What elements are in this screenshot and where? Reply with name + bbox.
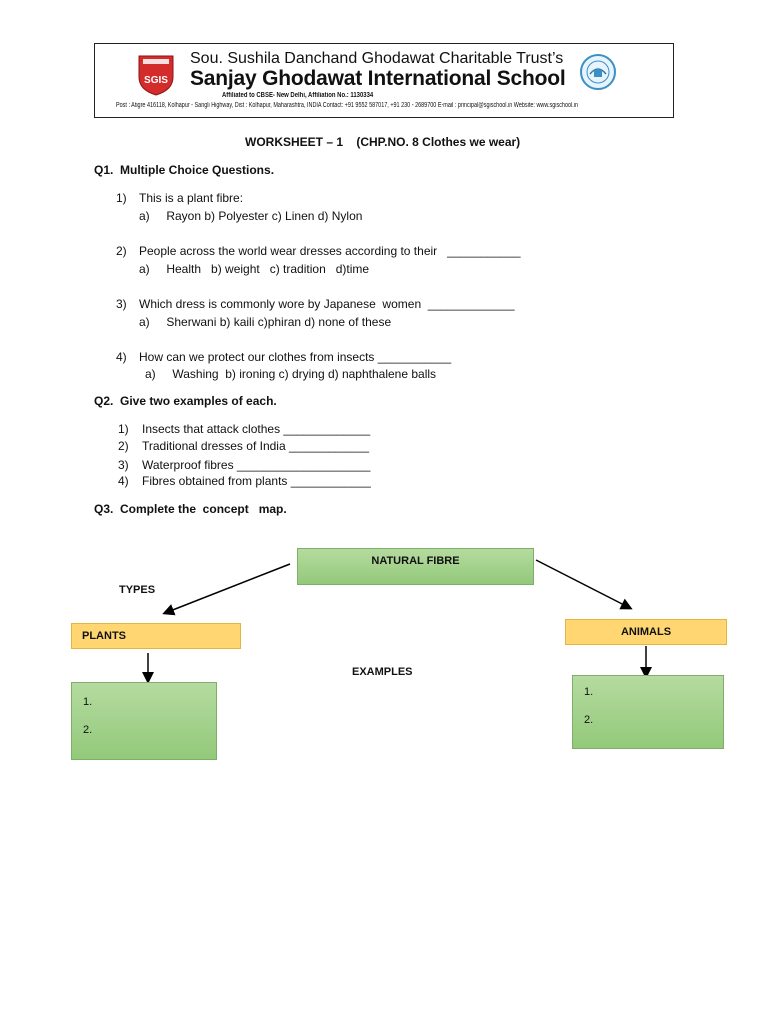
arrow-root-to-plants xyxy=(162,563,291,616)
trust-name: Sou. Sushila Danchand Ghodawat Charitabl… xyxy=(190,50,564,67)
q1-heading: Q1. Multiple Choice Questions. xyxy=(94,163,275,177)
q1-item-1-number: 1) xyxy=(116,191,127,205)
plants-label: PLANTS xyxy=(82,630,126,642)
natural-fibre-box: NATURAL FIBRE xyxy=(297,548,534,585)
address-contact-line: Post : Atigre 416118, Kolhapur - Sangli … xyxy=(116,102,579,109)
cbse-logo xyxy=(578,52,618,92)
worksheet-title: WORKSHEET – 1 (CHP.NO. 8 Clothes we wear… xyxy=(245,135,521,149)
q3-heading: Q3. Complete the concept map. xyxy=(94,502,287,516)
q2-heading: Q2. Give two examples of each. xyxy=(94,394,277,408)
plants-box: PLANTS xyxy=(71,623,241,649)
q1-item-2-question: People across the world wear dresses acc… xyxy=(139,244,521,258)
q2-item-4-text: Fibres obtained from plants ____________ xyxy=(142,474,371,488)
q1-item-4-options: a) Washing b) ironing c) drying d) napht… xyxy=(145,367,437,381)
q1-item-3-question: Which dress is commonly wore by Japanese… xyxy=(139,297,515,311)
q1-item-3-number: 3) xyxy=(116,297,127,311)
plants-example-2: 2. xyxy=(83,724,93,736)
q2-item-4-number: 4) xyxy=(118,474,129,488)
svg-text:SGIS: SGIS xyxy=(144,75,168,86)
q2-item-1-text: Insects that attack clothes ____________… xyxy=(142,422,371,436)
q2-item-1-number: 1) xyxy=(118,422,129,436)
animals-examples-box[interactable]: 1. 2. xyxy=(572,675,724,749)
plants-example-1: 1. xyxy=(83,696,93,708)
school-logo-shield: SGIS xyxy=(136,53,176,97)
q1-item-3-options: a) Sherwani b) kaili c)phiran d) none of… xyxy=(139,315,392,329)
plants-examples-box[interactable]: 1. 2. xyxy=(71,682,217,760)
school-header xyxy=(94,43,674,118)
school-name: Sanjay Ghodawat International School xyxy=(190,67,566,90)
q2-item-3-text: Waterproof fibres ____________________ xyxy=(142,458,371,472)
examples-label: EXAMPLES xyxy=(352,666,413,678)
affiliation-text: Affiliated to CBSE- New Delhi, Affiliati… xyxy=(222,92,374,99)
animals-example-2: 2. xyxy=(584,714,594,726)
q2-item-3-number: 3) xyxy=(118,458,129,472)
arrow-root-to-animals xyxy=(535,559,633,610)
q1-item-4-question: How can we protect our clothes from inse… xyxy=(139,350,452,364)
q2-item-2-text: Traditional dresses of India ___________… xyxy=(142,439,370,453)
animals-box: ANIMALS xyxy=(565,619,727,645)
natural-fibre-label: NATURAL FIBRE xyxy=(371,555,460,567)
q1-item-1-question: This is a plant fibre: xyxy=(139,191,244,205)
animals-example-1: 1. xyxy=(584,686,594,698)
q1-item-2-options: a) Health b) weight c) tradition d)time xyxy=(139,262,370,276)
q1-item-2-number: 2) xyxy=(116,244,127,258)
types-label: TYPES xyxy=(119,584,156,596)
q2-item-2-number: 2) xyxy=(118,439,129,453)
animals-label: ANIMALS xyxy=(620,626,672,638)
q1-item-1-options: a) Rayon b) Polyester c) Linen d) Nylon xyxy=(139,209,363,223)
q1-item-4-number: 4) xyxy=(116,350,127,364)
